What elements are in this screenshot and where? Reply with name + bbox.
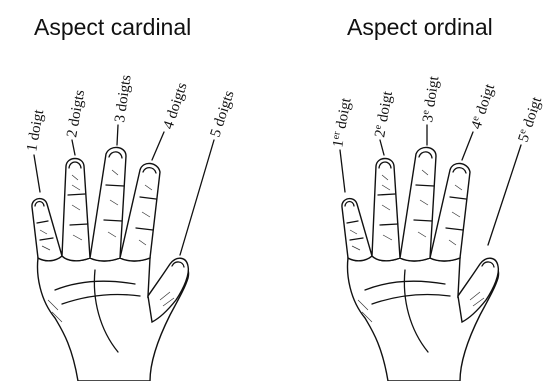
label-cardinal-1: 1 doigt — [24, 108, 47, 153]
label-ordinal-5: 5e doigt — [515, 94, 546, 144]
hand-ordinal — [342, 147, 499, 381]
label-cardinal-4: 4 doigts — [161, 81, 191, 132]
label-ordinal-3: 3e doigt — [419, 74, 442, 123]
label-cardinal-2: 2 doigts — [64, 89, 88, 139]
label-ordinal-1: 1er doigt — [329, 96, 355, 149]
label-cardinal-5: 5 doigts — [208, 89, 238, 140]
hand-cardinal — [32, 147, 189, 381]
label-ordinal-2: 2e doigt — [371, 89, 396, 139]
label-ordinal-4: 4e doigt — [468, 81, 499, 131]
label-cardinal-3: 3 doigts — [112, 74, 135, 124]
